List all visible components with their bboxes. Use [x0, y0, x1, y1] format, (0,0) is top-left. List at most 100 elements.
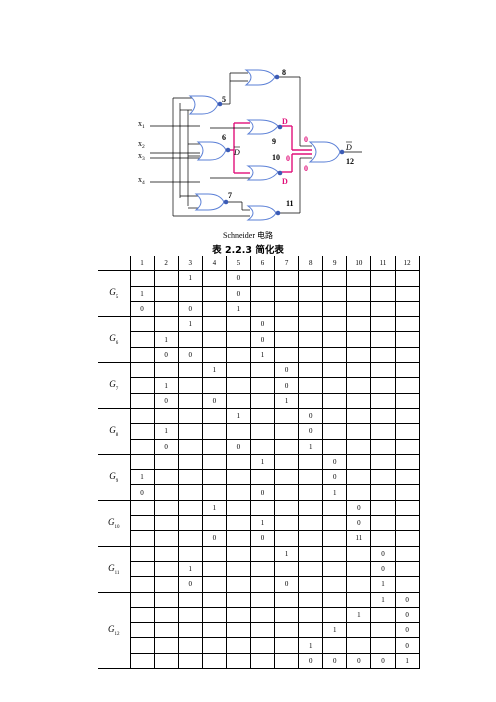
table-cell: [153, 530, 179, 547]
table-cell: [370, 515, 396, 532]
table-cell: [153, 606, 179, 624]
table-cell: [225, 377, 251, 394]
table-cell: 0: [249, 484, 276, 501]
table-cell: [177, 423, 203, 440]
table-cell: [322, 270, 348, 287]
table-cell: [346, 591, 372, 608]
table-cell: [274, 423, 300, 440]
table-cell: [225, 652, 251, 670]
table-cell: [129, 560, 155, 578]
table-cell: 0: [298, 407, 324, 425]
table-cell: [129, 530, 155, 547]
table-cell: 0: [298, 423, 324, 440]
table-cell: [274, 331, 300, 348]
table-cell: [274, 530, 300, 547]
table-cell: [274, 499, 300, 517]
table-cell: [177, 377, 203, 394]
table-cell: [225, 560, 251, 578]
table-cell: [370, 423, 396, 440]
table-cell: 1: [201, 499, 227, 517]
table-cell: 1: [129, 285, 155, 302]
gate-label-10: 10: [272, 153, 280, 162]
table-cell: [225, 499, 251, 517]
table-cell: [249, 392, 276, 409]
table-cell: [274, 300, 300, 318]
column-header-10: 10: [346, 256, 372, 272]
table-cell: [225, 484, 251, 501]
table-cell: [298, 622, 324, 639]
table-cell: [153, 576, 179, 593]
table-cell: [129, 591, 155, 608]
circuit-caption: Schneider 电路: [223, 231, 273, 240]
table-cell: [274, 560, 300, 578]
table-cell: 11: [346, 530, 372, 547]
table-cell: [322, 316, 348, 333]
table-cell: [370, 484, 396, 501]
table-cell: [370, 377, 396, 394]
table-cell: [201, 606, 227, 624]
table-cell: 0: [177, 300, 203, 318]
column-header-8: 8: [298, 256, 324, 272]
table-cell: [129, 377, 155, 394]
table-cell: [394, 407, 420, 425]
table-cell: [298, 331, 324, 348]
table-cell: [153, 270, 179, 287]
table-cell: 0: [153, 438, 179, 455]
table-cell: [394, 499, 420, 517]
table-cell: [298, 499, 324, 517]
table-cell: 0: [201, 392, 227, 409]
table-cell: [370, 270, 396, 287]
table-cell: [394, 300, 420, 318]
table-cell: [129, 637, 155, 654]
table-cell: [225, 637, 251, 654]
table-cell: [346, 637, 372, 654]
group-label-g9: G9: [98, 453, 131, 501]
table-cell: [129, 576, 155, 593]
table-cell: 1: [225, 300, 251, 318]
table-title: 表 2.2.3 简化表: [212, 245, 284, 256]
table-cell: [394, 316, 420, 333]
table-cell: [177, 407, 203, 425]
table-cell: [225, 576, 251, 593]
group-label-g5: G5: [98, 270, 131, 318]
table-cell: 0: [225, 285, 251, 302]
table-cell: [225, 423, 251, 440]
table-cell: 1: [274, 545, 300, 562]
table-cell: [346, 469, 372, 486]
table-cell: [274, 652, 300, 670]
table-cell: [129, 453, 155, 471]
column-header-12: 12: [394, 256, 420, 272]
table-cell: [153, 622, 179, 639]
table-cell: [394, 377, 420, 394]
table-cell: [322, 606, 348, 624]
table-cell: [177, 438, 203, 455]
table-cell: [201, 316, 227, 333]
group-label-g6: G6: [98, 316, 131, 364]
table-cell: [370, 407, 396, 425]
fault-label-d-bottom: D: [282, 177, 288, 186]
table-cell: [201, 453, 227, 471]
table-cell: [153, 362, 179, 379]
table-cell: [298, 530, 324, 547]
table-cell: [153, 652, 179, 670]
column-header-2: 2: [153, 256, 179, 272]
table-cell: [153, 316, 179, 333]
table-cell: [249, 637, 276, 654]
gate-8: [244, 69, 276, 86]
table-cell: [298, 362, 324, 379]
table-cell: [225, 545, 251, 562]
table-cell: [129, 316, 155, 333]
table-cell: [129, 270, 155, 287]
table-cell: 0: [129, 300, 155, 318]
table-cell: [346, 331, 372, 348]
table-cell: [153, 300, 179, 318]
table-cell: [225, 469, 251, 486]
table-cell: 1: [274, 392, 300, 409]
gate-label-11: 11: [286, 199, 294, 208]
table-cell: [225, 346, 251, 364]
